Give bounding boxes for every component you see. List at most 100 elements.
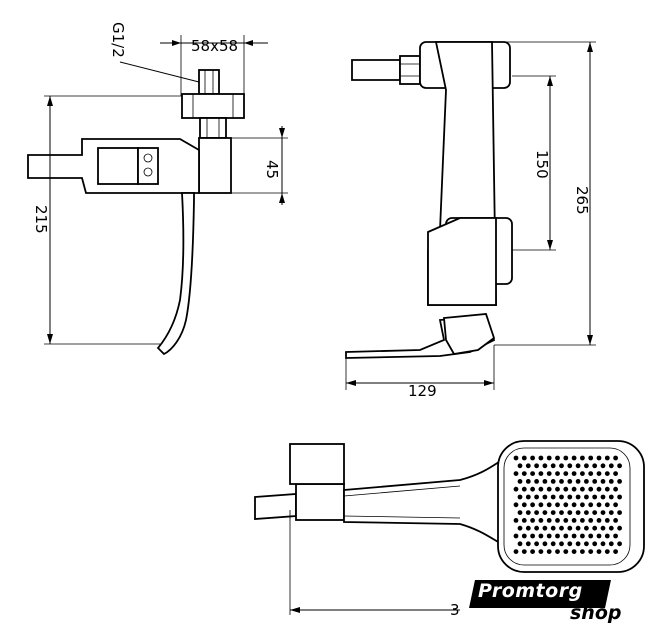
spray-nozzles <box>513 455 622 554</box>
thread-label: G1/2 <box>109 22 127 58</box>
nozzle-dot <box>588 455 594 461</box>
nozzle-dot <box>575 463 581 469</box>
nozzle-dot <box>513 518 519 523</box>
nozzle-dot <box>600 510 606 515</box>
nozzle-dot <box>546 486 552 492</box>
nozzle-dot <box>596 502 602 508</box>
nozzle-dot <box>600 463 606 469</box>
nozzle-dot <box>617 525 622 531</box>
nozzle-dot <box>563 455 569 461</box>
nozzle-dot <box>617 510 622 515</box>
nozzle-dot <box>559 463 564 469</box>
flange-size-label: 58x58 <box>191 37 238 55</box>
nozzle-dot <box>530 533 535 539</box>
nozzle-dot <box>575 541 581 547</box>
nozzle-dot <box>571 455 577 461</box>
nozzle-dot <box>608 479 614 484</box>
nozzle-dot <box>588 486 594 492</box>
nozzle-dot <box>513 502 519 508</box>
nozzle-dot <box>538 486 544 492</box>
nozzle-dot <box>542 525 548 531</box>
nozzle-dot <box>575 479 581 484</box>
nozzle-dot <box>550 494 556 500</box>
nozzle-dot <box>525 494 531 500</box>
nozzle-dot <box>604 486 610 492</box>
nozzle-dot <box>580 533 585 539</box>
nozzle-dot <box>555 502 560 508</box>
nozzle-dot <box>534 479 539 484</box>
nozzle-dot <box>517 525 523 531</box>
nozzle-dot <box>521 533 527 539</box>
nozzle-dot <box>571 533 577 539</box>
nozzle-dot <box>546 518 552 523</box>
nozzle-dot <box>538 533 544 539</box>
nozzle-dot <box>517 510 523 515</box>
nozzle-dot <box>550 479 556 484</box>
nozzle-dot <box>550 463 556 469</box>
nozzle-dot <box>517 479 523 484</box>
nozzle-dot <box>584 541 589 547</box>
nozzle-dot <box>608 494 614 500</box>
nozzle-dot <box>563 533 569 539</box>
nozzle-dot <box>613 471 618 476</box>
nozzle-dot <box>559 479 564 484</box>
nozzle-dot <box>580 518 585 523</box>
nozzle-dot <box>542 479 548 484</box>
nozzle-dot <box>559 525 564 531</box>
nozzle-dot <box>571 518 577 523</box>
nozzle-dot <box>525 525 531 531</box>
nozzle-dot <box>546 549 552 554</box>
nozzle-dot <box>584 479 589 484</box>
nozzle-dot <box>575 494 581 500</box>
nozzle-dot <box>596 549 602 554</box>
nozzle-dot <box>613 549 618 554</box>
nozzle-dot <box>613 502 618 508</box>
nozzle-dot <box>604 533 610 539</box>
nozzle-dot <box>592 479 598 484</box>
nozzle-dot <box>617 541 622 547</box>
nozzle-dot <box>567 541 573 547</box>
nozzle-dot <box>600 541 606 547</box>
nozzle-dot <box>555 455 560 461</box>
nozzle-dot <box>596 486 602 492</box>
nozzle-dot <box>588 471 594 476</box>
bottom-partial-label: 3 <box>450 601 460 619</box>
nozzle-dot <box>542 541 548 547</box>
nozzle-dot <box>588 502 594 508</box>
nozzle-dot <box>546 455 552 461</box>
nozzle-dot <box>608 525 614 531</box>
nozzle-dot <box>530 455 535 461</box>
spacing-label: 150 <box>533 150 551 179</box>
nozzle-dot <box>563 549 569 554</box>
nozzle-dot <box>608 510 614 515</box>
nozzle-dot <box>596 533 602 539</box>
nozzle-dot <box>563 486 569 492</box>
nozzle-dot <box>546 471 552 476</box>
nozzle-dot <box>613 518 618 523</box>
nozzle-dot <box>613 533 618 539</box>
nozzle-dot <box>550 510 556 515</box>
nozzle-dot <box>600 479 606 484</box>
front-view: 150 265 129 <box>345 41 596 400</box>
nozzle-dot <box>608 463 614 469</box>
nozzle-dot <box>513 549 519 554</box>
nozzle-dot <box>567 494 573 500</box>
watermark-suffix: shop <box>570 602 622 624</box>
nozzle-dot <box>600 494 606 500</box>
nozzle-dot <box>521 471 527 476</box>
nozzle-dot <box>550 525 556 531</box>
nozzle-dot <box>555 533 560 539</box>
nozzle-dot <box>588 533 594 539</box>
nozzle-dot <box>580 455 585 461</box>
nozzle-dot <box>567 463 573 469</box>
nozzle-dot <box>571 486 577 492</box>
nozzle-dot <box>546 533 552 539</box>
nozzle-dot <box>592 525 598 531</box>
depth-label: 129 <box>408 382 437 400</box>
nozzle-dot <box>571 471 577 476</box>
nozzle-dot <box>584 525 589 531</box>
nozzle-dot <box>563 502 569 508</box>
nozzle-dot <box>538 502 544 508</box>
nozzle-dot <box>521 502 527 508</box>
nozzle-dot <box>580 502 585 508</box>
